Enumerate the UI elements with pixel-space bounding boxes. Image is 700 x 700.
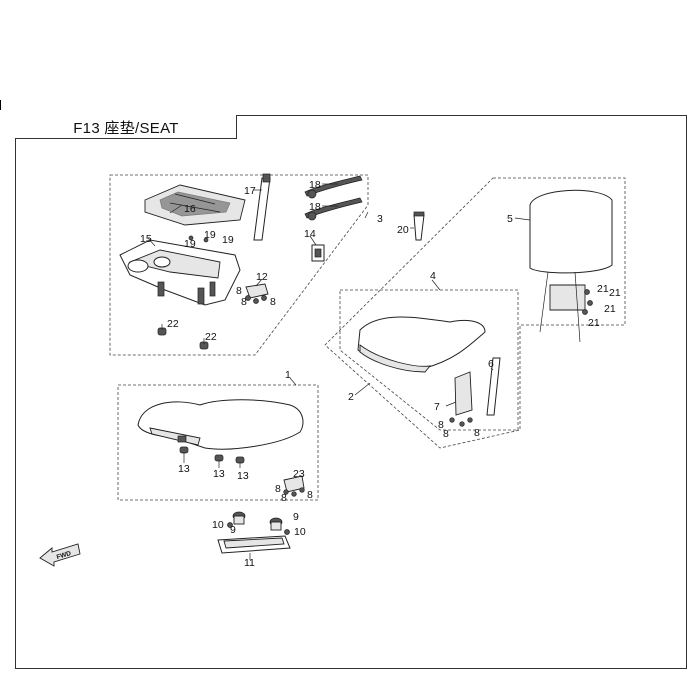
callout-17: 17 (244, 185, 256, 197)
callout-10-a: 10 (212, 519, 224, 531)
callout-8-e: 8 (241, 296, 247, 308)
part-18-straps (304, 175, 363, 221)
callout-13-a: 13 (178, 463, 190, 475)
callout-4: 4 (430, 270, 436, 282)
title-box: F13 座垫/SEAT (15, 115, 237, 139)
callout-9-b: 9 (293, 511, 299, 523)
callout-1: 1 (285, 369, 291, 381)
callout-18-a: 18 (309, 179, 321, 191)
group-2-outline (324, 177, 626, 449)
callout-22-b: 22 (205, 331, 217, 343)
callout-8-b: 8 (443, 428, 449, 440)
fwd-arrow-icon: FWD (39, 543, 81, 567)
callout-8-c: 8 (474, 427, 480, 439)
callout-8-a: 8 (438, 419, 444, 431)
callout-21-c: 21 (604, 303, 616, 315)
svg-text:FWD: FWD (56, 550, 72, 561)
callout-7: 7 (434, 401, 440, 413)
part-15-storage-box (119, 239, 241, 306)
callout-labels: 1 2 3 4 5 6 7 8 8 8 8 8 8 8 8 8 9 9 10 1… (140, 179, 621, 569)
callout-18-b: 18 (309, 201, 321, 213)
callout-12: 12 (256, 271, 268, 283)
leader-lines (147, 183, 531, 560)
callout-3: 3 (377, 213, 383, 225)
callout-13-b: 13 (213, 468, 225, 480)
part-7-bracket (449, 371, 473, 427)
part-1-rider-seat (137, 399, 304, 450)
callout-2: 2 (348, 391, 354, 403)
part-23-bracket (283, 475, 305, 497)
part-11-mount-plate (217, 535, 291, 554)
part-12-bracket (245, 283, 269, 304)
callout-8-d: 8 (236, 285, 242, 297)
callout-15: 15 (140, 233, 152, 245)
callout-8-f: 8 (270, 296, 276, 308)
part-19-screws (188, 235, 209, 243)
callout-22-a: 22 (167, 318, 179, 330)
callout-20: 20 (397, 224, 409, 236)
callout-8-g: 8 (275, 483, 281, 495)
callout-19-c: 19 (222, 234, 234, 246)
page-title: F13 座垫/SEAT (73, 120, 179, 137)
callout-21-b: 21 (609, 287, 621, 299)
part-13-grommets (179, 446, 245, 464)
callout-5: 5 (507, 213, 513, 225)
crop-mark (0, 100, 3, 110)
callout-21-a: 21 (597, 283, 609, 295)
callout-10-b: 10 (294, 526, 306, 538)
group-4-outline (339, 289, 519, 431)
callout-11: 11 (244, 557, 255, 569)
group-1-outline (117, 384, 319, 501)
callout-13-c: 13 (237, 470, 249, 482)
part-20-sleeve (413, 211, 425, 241)
part-10-bolts (227, 522, 290, 535)
part-4-passenger-seat (357, 316, 486, 373)
part-14-latch (311, 244, 325, 262)
part-17-stay-rod (253, 173, 271, 241)
callout-19-b: 19 (204, 229, 216, 241)
callout-19-a: 19 (184, 238, 196, 250)
callout-8-i: 8 (307, 489, 313, 501)
callout-8-h: 8 (281, 492, 287, 504)
callout-16: 16 (184, 203, 196, 215)
callout-21-d: 21 (588, 317, 600, 329)
part-5-backrest (529, 189, 613, 343)
callout-23: 23 (293, 468, 305, 480)
callout-14: 14 (304, 228, 316, 240)
part-6-stay (486, 357, 501, 416)
diagram-frame (15, 115, 687, 669)
part-9-dampers (232, 511, 283, 531)
group-3-outline (109, 174, 369, 356)
part-16-rack (144, 184, 246, 226)
part-22-rubber-feet (157, 327, 209, 350)
callout-9-a: 9 (230, 524, 236, 536)
callout-6: 6 (488, 358, 494, 370)
